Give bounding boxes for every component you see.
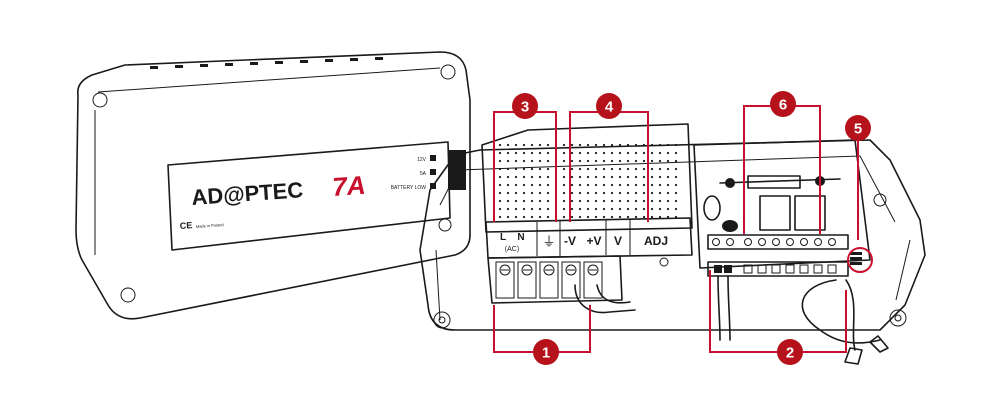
svg-text:2: 2 <box>786 345 794 362</box>
callout-badge-5: 5 <box>845 115 871 141</box>
capacitor-icon <box>703 195 721 221</box>
terminal-label-l: L <box>500 232 506 243</box>
adj-potentiometer-icon <box>659 257 669 267</box>
ce-mark: CE <box>179 220 192 231</box>
led-label-12v: 12V <box>417 157 427 163</box>
led-label-battery-low: BATTERY LOW <box>391 185 427 191</box>
brand-logo-model: 7A <box>331 170 366 202</box>
terminal-label-n: N <box>517 232 524 243</box>
svg-text:4: 4 <box>605 99 614 116</box>
svg-text:5: 5 <box>854 121 862 138</box>
callout-badge-2: 2 <box>777 339 803 365</box>
callout-lines <box>493 105 873 353</box>
ground-icon: ⏚ <box>542 234 555 249</box>
callout-badge-6: 6 <box>770 91 796 117</box>
terminal-screws <box>495 261 603 299</box>
enclosure-lid: AD@PTEC 7A 12V 5A BATTERY LOW CE Made in… <box>75 51 471 320</box>
led-indicators: 12V 5A BATTERY LOW <box>391 155 436 191</box>
callout-badge-1: 1 <box>533 339 559 365</box>
terminal-label-v: V <box>614 234 622 248</box>
relay-1-icon <box>759 195 791 231</box>
brand-logo: AD@PTEC <box>191 177 304 210</box>
led-label-5a: 5A <box>420 171 427 177</box>
psu-terminal-block <box>487 255 623 304</box>
control-pcb <box>693 139 889 365</box>
battery-lead-red <box>801 279 881 344</box>
svg-text:6: 6 <box>779 97 787 114</box>
svg-text:3: 3 <box>521 99 529 116</box>
callout-badge-4: 4 <box>596 93 622 119</box>
relay-2-icon <box>794 195 826 231</box>
battery-connector-2-icon <box>869 335 889 353</box>
lid-label-plate <box>167 141 451 251</box>
led-12v-icon <box>430 155 436 161</box>
svg-text:1: 1 <box>542 345 550 362</box>
pcb-terminal-strip <box>707 234 849 277</box>
terminal-label-ac: (AC) <box>505 246 519 253</box>
battery-lead-black <box>845 279 856 351</box>
fuse-icon <box>719 175 841 189</box>
terminal-label-neg-v: -V <box>564 234 576 248</box>
lid-vents <box>150 57 383 69</box>
jumper-pins <box>850 252 862 265</box>
enclosure-base <box>419 139 926 331</box>
terminal-label-pos-v: +V <box>586 234 601 248</box>
psu-module: L N (AC) ⏚ -V +V V ADJ <box>481 123 693 314</box>
psu-vent-grid <box>498 143 678 219</box>
battery-connector-1-icon <box>844 347 863 365</box>
small-print: Made in Poland <box>196 222 224 229</box>
callout-badge-3: 3 <box>512 93 538 119</box>
buzzer-icon <box>722 220 738 232</box>
led-5a-icon <box>430 169 436 175</box>
terminal-label-adj: ADJ <box>644 234 668 248</box>
